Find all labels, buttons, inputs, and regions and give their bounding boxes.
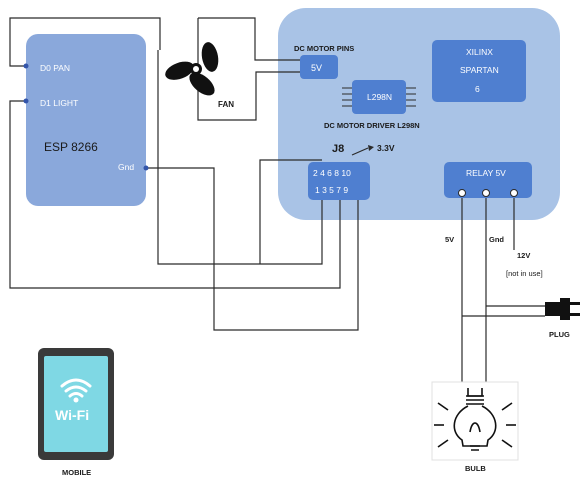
mobile-label: MOBILE <box>62 468 91 477</box>
xilinx-line3: 6 <box>475 84 480 94</box>
relay-pin-5v-label: 5V <box>445 235 454 244</box>
relay-pin-12v-label: 12V <box>517 251 530 260</box>
dc-motor-pins-value: 5V <box>311 63 322 73</box>
j8-top-row: 2 4 6 8 10 <box>313 168 351 178</box>
wifi-text: Wi-Fi <box>55 407 89 423</box>
relay-pin-5v <box>458 189 466 197</box>
plug-icon <box>545 298 580 320</box>
dc-motor-pins-label: DC MOTOR PINS <box>294 44 354 53</box>
j8-bottom-row: 1 3 5 7 9 <box>315 185 348 195</box>
bulb-label: BULB <box>465 464 486 473</box>
fan-icon <box>165 42 219 96</box>
dc-motor-pins-box <box>300 55 338 79</box>
relay-title: RELAY 5V <box>466 168 506 178</box>
j8-header-box <box>308 162 370 200</box>
wire-d0-to-fan <box>9 17 161 67</box>
dc-motor-driver-label: DC MOTOR DRIVER L298N <box>324 121 420 130</box>
j8-title: J8 <box>332 143 344 155</box>
xilinx-line2: SPARTAN <box>460 65 499 75</box>
xilinx-line1: XILINX <box>466 47 493 57</box>
wire-dot <box>23 98 29 104</box>
wifi-icon <box>60 378 92 398</box>
arrow-icon <box>351 145 374 156</box>
relay-pin-12v-note: [not in use] <box>506 269 543 278</box>
wire-gnd-to-j8 <box>146 167 359 331</box>
relay-box <box>444 162 532 198</box>
relay-pin-gnd <box>482 189 490 197</box>
relay-pin-12v <box>510 189 518 197</box>
mobile-phone <box>38 348 114 460</box>
esp-pin-d1: D1 LIGHT <box>40 98 78 108</box>
wire-fan-top <box>198 17 300 61</box>
esp-title: ESP 8266 <box>44 140 98 154</box>
wire-dot <box>143 165 149 171</box>
esp-pin-d0: D0 PAN <box>40 63 70 73</box>
esp8266-module <box>26 34 146 206</box>
l298n-chip-label: L298N <box>367 92 392 102</box>
wifi-dot <box>73 397 79 403</box>
wire-j8-top <box>157 50 323 265</box>
j8-voltage: 3.3V <box>377 143 395 153</box>
bulb-frame <box>431 381 519 461</box>
relay-pin-gnd-label: Gnd <box>489 235 504 244</box>
xilinx-chip <box>432 40 526 102</box>
bulb-icon <box>434 388 516 451</box>
l298n-chip: L298N <box>342 80 416 114</box>
wire-j8-loop <box>259 159 322 264</box>
fan-label: FAN <box>218 100 234 109</box>
wire-d1-to-j8 <box>9 100 341 289</box>
plug-label: PLUG <box>549 330 570 339</box>
wire-dot <box>23 63 29 69</box>
esp-pin-gnd: Gnd <box>118 162 134 172</box>
